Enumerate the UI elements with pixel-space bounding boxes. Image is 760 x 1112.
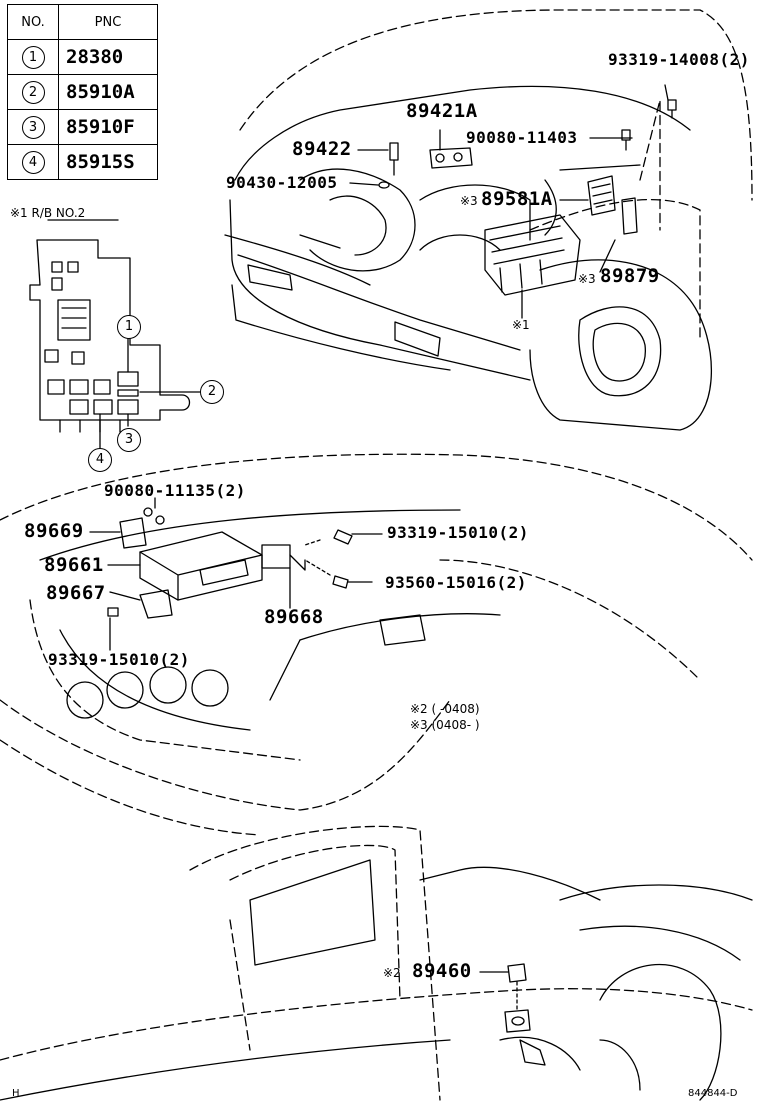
label-90080-11135: 90080-11135(2) (104, 481, 246, 500)
row-number: 2 (21, 80, 45, 104)
label-90080-11403: 90080-11403 (466, 128, 578, 147)
label-89668: 89668 (264, 606, 324, 628)
row-pnc: 85915S (58, 144, 158, 180)
mark-89581a: ※3 (460, 194, 478, 208)
label-89879: 89879 (600, 265, 660, 287)
callout-2: 2 (200, 380, 224, 404)
label-89667: 89667 (46, 582, 106, 604)
label-89460: 89460 (412, 960, 472, 982)
table-row: 3 85910F (7, 109, 158, 145)
side-vehicle-drawing (0, 825, 753, 1101)
row-pnc: 85910A (58, 74, 158, 110)
label-89581a: 89581A (481, 188, 553, 210)
diagram-code: 844844-D (688, 1088, 738, 1099)
dashboard-drawing (0, 453, 753, 836)
label-89669: 89669 (24, 520, 84, 542)
mark-relay-block: ※1 (512, 318, 530, 332)
label-93560-15016: 93560-15016(2) (385, 573, 527, 592)
mark-89879: ※3 (578, 272, 596, 286)
callout-1: 1 (117, 315, 141, 339)
front-vehicle-drawing (224, 9, 753, 431)
relay-block-drawing (29, 219, 201, 451)
pnc-table-header-pnc: PNC (58, 4, 158, 40)
label-93319-14008: 93319-14008(2) (608, 50, 750, 69)
row-number: 4 (21, 150, 45, 174)
note-2: ※2 ( -0408) (410, 702, 480, 716)
table-row: 4 85915S (7, 144, 158, 180)
note-3: ※3 (0408- ) (410, 718, 480, 732)
footer-left-mark: H (12, 1088, 20, 1099)
row-number: 1 (21, 45, 45, 69)
pnc-table: NO. PNC 1 28380 2 85910A 3 85910F 4 8591… (7, 4, 158, 180)
row-pnc: 28380 (58, 39, 158, 75)
label-89421a: 89421A (406, 100, 478, 122)
mark-89460: ※2 (383, 966, 401, 980)
table-row: 2 85910A (7, 74, 158, 110)
callout-3: 3 (117, 428, 141, 452)
label-90430-12005: 90430-12005 (226, 173, 338, 192)
table-row: 1 28380 (7, 39, 158, 75)
row-number: 3 (21, 115, 45, 139)
callout-4: 4 (88, 448, 112, 472)
label-93319-15010-a: 93319-15010(2) (387, 523, 529, 542)
pnc-table-header-no: NO. (7, 4, 59, 40)
label-89422: 89422 (292, 138, 352, 160)
label-89661: 89661 (44, 554, 104, 576)
row-pnc: 85910F (58, 109, 158, 145)
relay-block-label: ※1 R/B NO.2 (10, 206, 86, 220)
label-93319-15010-b: 93319-15010(2) (48, 650, 190, 669)
